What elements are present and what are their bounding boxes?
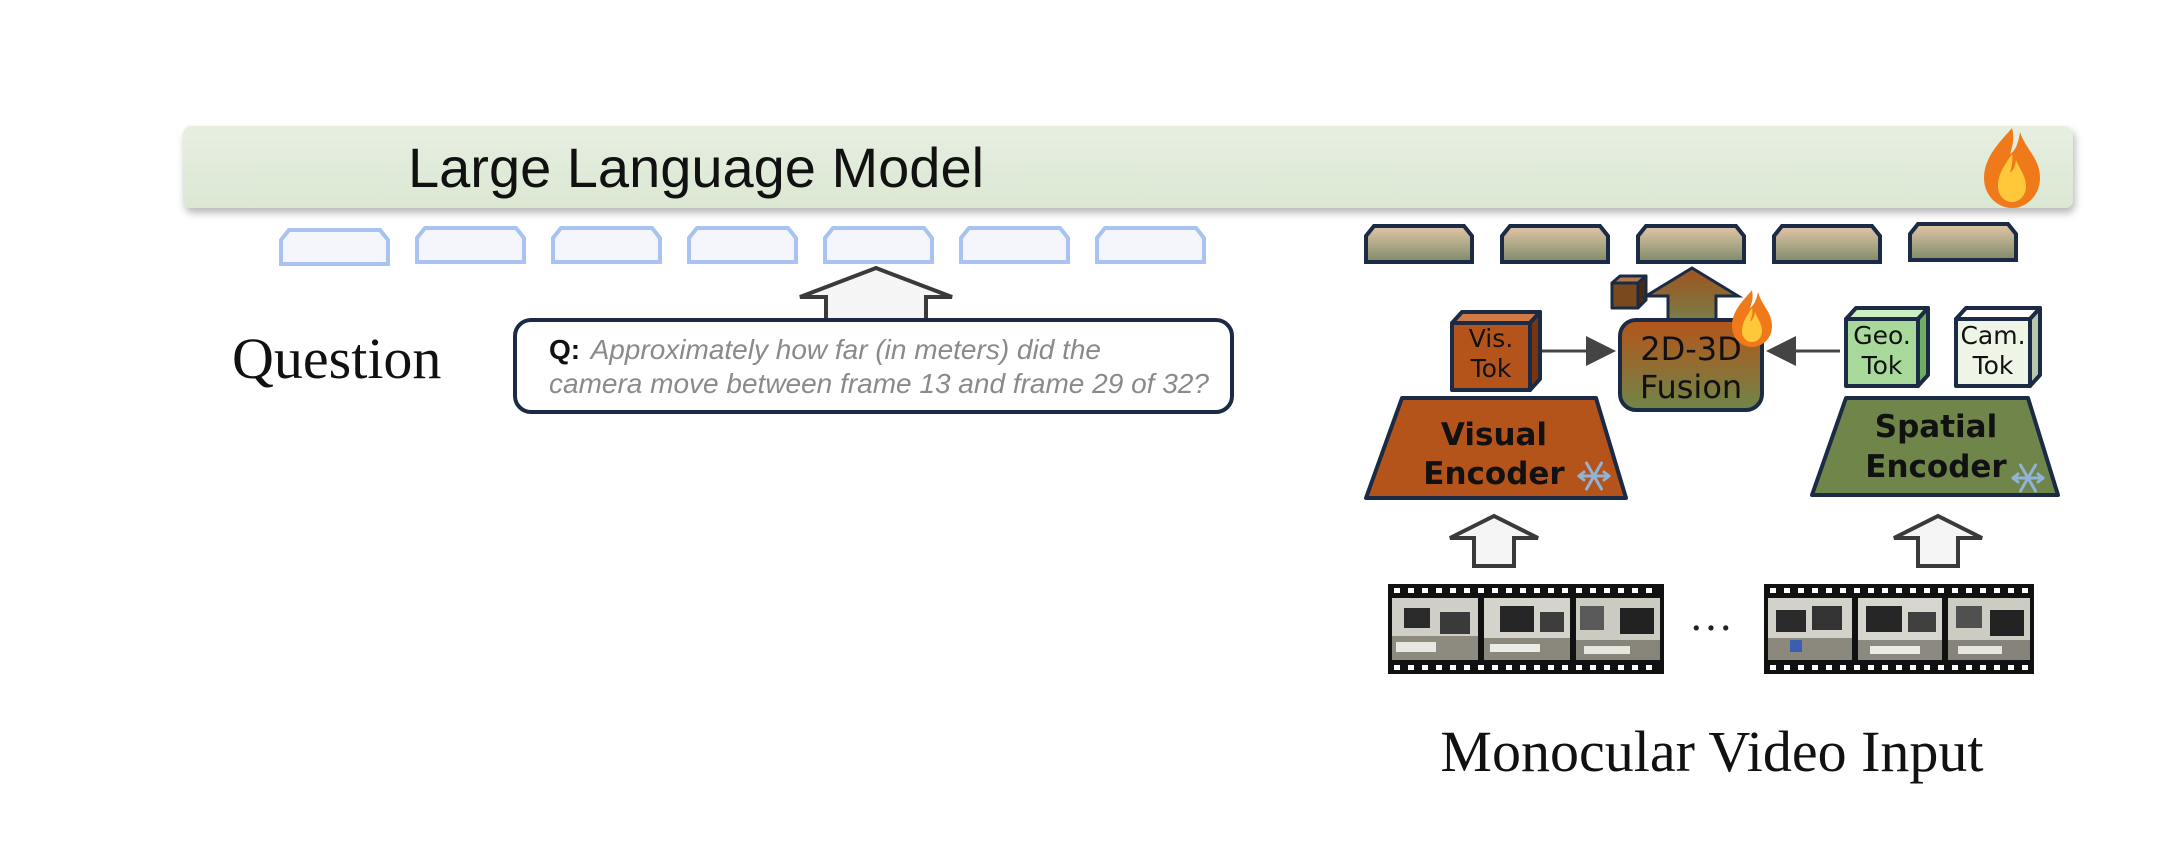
video-frame	[1948, 598, 2030, 660]
question-label: Question	[232, 326, 441, 391]
fusion-up-arrow	[1646, 268, 1738, 320]
3d-cube-icon	[1612, 276, 1646, 308]
visual-encoder-label-1: Visual	[1441, 417, 1547, 453]
text-token	[417, 228, 524, 262]
geo-tok-label-1: Geo.	[1853, 321, 1911, 350]
svg-text:Q: Approximately how far: Q: Approximately how far (in meters) did…	[549, 334, 1101, 365]
spatial-encoder-label-2: Encoder	[1865, 449, 2007, 485]
video-frame	[1768, 598, 1852, 660]
visual-encoder-label-2: Encoder	[1423, 456, 1565, 492]
text-token	[1097, 228, 1204, 262]
visual-token	[1638, 226, 1744, 262]
text-token	[825, 228, 932, 262]
video-frame	[1392, 598, 1478, 660]
video-frame	[1576, 598, 1660, 660]
text-token	[553, 228, 660, 262]
video-frame	[1484, 598, 1570, 660]
question-text-line1: Approximately how far (in meters) did th…	[589, 334, 1101, 365]
video-frame	[1858, 598, 1942, 660]
text-token	[689, 228, 796, 262]
visual-token	[1502, 226, 1608, 262]
fusion-label-1: 2D-3D	[1640, 330, 1742, 368]
vis-tok-label-1: Vis.	[1469, 324, 1513, 353]
frames-ellipsis: …	[1689, 591, 1733, 640]
film-strip-right	[1764, 584, 2034, 674]
fusion-label-2: Fusion	[1640, 368, 1742, 406]
film-strip-left	[1388, 584, 1664, 674]
text-token	[961, 228, 1068, 262]
vis-tok-label-2: Tok	[1470, 354, 1512, 383]
cam-tok-label-2: Tok	[1972, 351, 2014, 380]
spatial-encoder-label-1: Spatial	[1875, 409, 1997, 445]
llm-title: Large Language Model	[408, 136, 984, 199]
fire-icon	[1732, 290, 1772, 347]
visual-token	[1910, 224, 2016, 260]
question-text-line2: camera move between frame 13 and frame 2…	[549, 368, 1209, 399]
geo-tok-label-2: Tok	[1861, 351, 1903, 380]
visual-encoder: Visual Encoder	[1366, 398, 1626, 498]
cam-tok-label-1: Cam.	[1960, 321, 2025, 350]
visual-token-row	[1366, 224, 2016, 262]
video-to-spatial-encoder-arrow	[1894, 516, 1982, 566]
video-input-label: Monocular Video Input	[1440, 719, 1983, 784]
text-token-row	[281, 228, 1204, 264]
question-prefix: Q:	[549, 334, 580, 365]
visual-token	[1774, 226, 1880, 262]
video-to-visual-encoder-arrow	[1450, 516, 1538, 566]
text-token	[281, 230, 388, 264]
question-box: Q: Approximately how far (in meters) did…	[515, 320, 1232, 412]
spatial-encoder: Spatial Encoder	[1812, 398, 2058, 495]
llm-bar: Large Language Model	[183, 126, 2073, 208]
question-up-arrow	[800, 268, 952, 320]
visual-token	[1366, 226, 1472, 262]
